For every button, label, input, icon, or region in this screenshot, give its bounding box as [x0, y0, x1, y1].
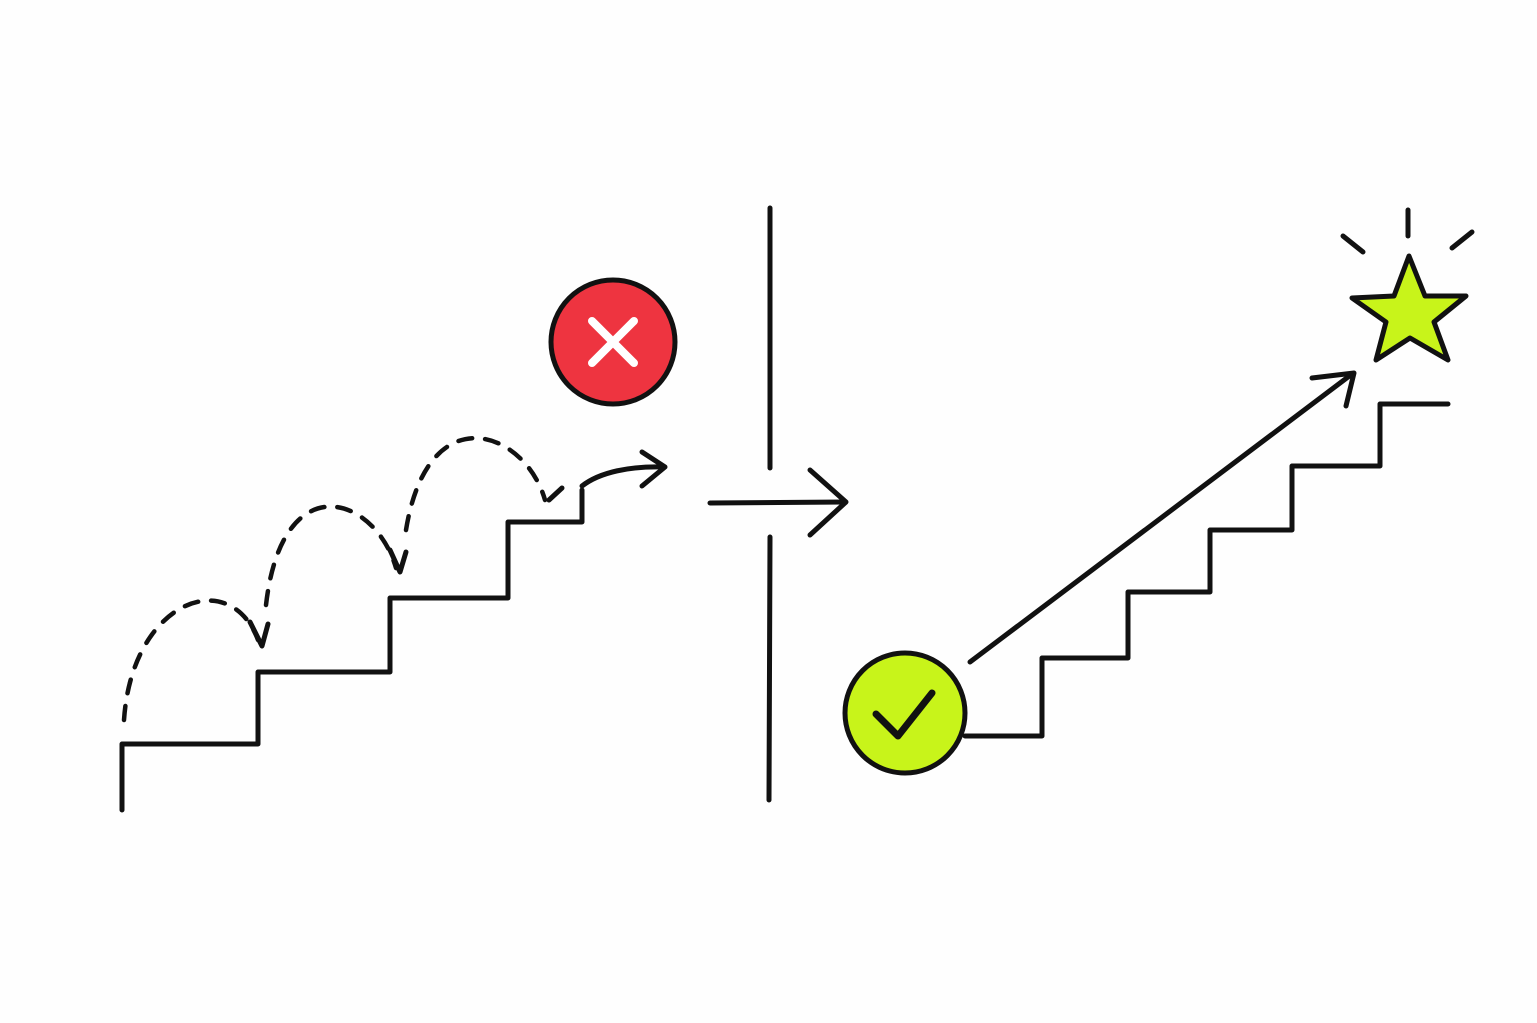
- left-panel: [119, 277, 678, 813]
- cross-icon: [548, 277, 678, 407]
- star-icon: [1340, 207, 1475, 363]
- check-icon: [842, 650, 968, 776]
- left-staircase: [119, 487, 585, 813]
- jump-arc-2: [263, 504, 399, 608]
- jump-arc-1: [121, 598, 261, 723]
- left-exit-arrowhead: [639, 449, 668, 489]
- arrow-right-icon: [707, 467, 849, 538]
- right-panel: [842, 207, 1475, 776]
- direct-arrowhead: [1309, 370, 1357, 409]
- divider: [707, 205, 849, 803]
- jump-landing-tick-1: [247, 619, 271, 649]
- left-exit-arrow: [579, 464, 667, 489]
- divider-line-bottom: [766, 534, 773, 803]
- direct-arrow-line: [967, 371, 1355, 665]
- right-staircase: [962, 401, 1451, 739]
- jump-landing-tick-3: [546, 485, 565, 503]
- jump-landing-tick-2: [387, 547, 409, 575]
- jump-arc-3: [403, 435, 548, 533]
